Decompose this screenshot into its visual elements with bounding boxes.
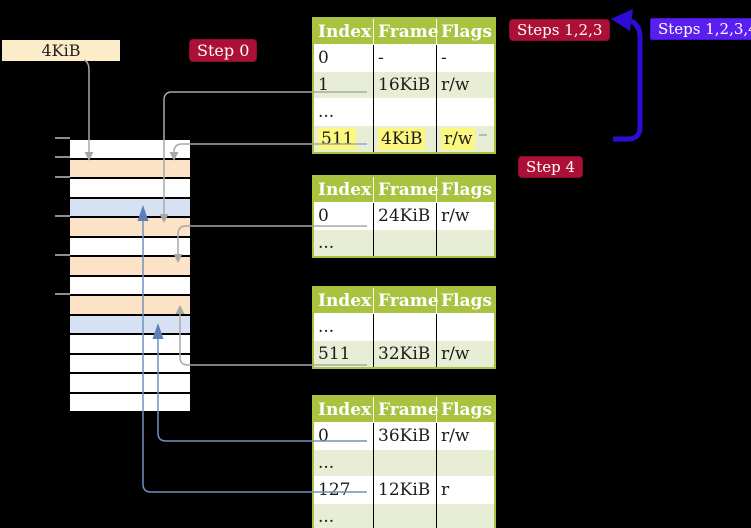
cell-index: ... <box>313 313 374 341</box>
header-index: Index <box>313 287 374 314</box>
table-row: ... <box>313 98 495 126</box>
table-row: 511 4KiB r/w <box>313 125 495 153</box>
header-flags: Flags <box>436 287 495 314</box>
table-row: ... <box>313 313 495 341</box>
cell-index: 0 <box>313 44 374 72</box>
memory-frame-5 <box>70 237 190 257</box>
header-index: Index <box>313 396 374 423</box>
step0-badge: Step 0 <box>189 39 258 62</box>
frame-size-label: 4KiB <box>2 40 120 61</box>
cell-flags: r/w <box>436 340 495 368</box>
header-index: Index <box>313 176 374 203</box>
memory-frame-10 <box>70 335 190 355</box>
cell-flags <box>436 313 495 341</box>
header-flags: Flags <box>436 176 495 203</box>
cell-index: 1 <box>313 71 374 99</box>
table-row: ... <box>313 503 495 528</box>
cell-index: 511 <box>313 340 374 368</box>
cell-flags <box>436 229 495 257</box>
memory-frame-3 <box>70 198 190 218</box>
memory-stack <box>70 138 190 413</box>
cell-flags: r/w <box>436 202 495 230</box>
header-frame: Frame <box>373 396 439 423</box>
cell-index: 511 <box>313 125 374 153</box>
cell-frame: 16KiB <box>373 71 437 99</box>
cell-index: 0 <box>313 422 374 450</box>
highlighted-value: r/w <box>441 128 476 150</box>
cell-index: ... <box>313 503 374 528</box>
table-row: ... <box>313 449 495 477</box>
memory-frame-8 <box>70 296 190 316</box>
cell-frame <box>373 313 437 341</box>
cell-frame <box>373 98 437 126</box>
cell-index: 0 <box>313 202 374 230</box>
cell-index: 127 <box>313 476 374 504</box>
step4-badge: Step 4 <box>518 156 584 178</box>
cell-frame <box>373 449 437 477</box>
cell-index: ... <box>313 98 374 126</box>
header-flags: Flags <box>436 18 495 45</box>
header-index: Index <box>313 18 374 45</box>
cell-frame <box>373 503 437 528</box>
cell-frame <box>373 229 437 257</box>
memory-frame-1 <box>70 159 190 179</box>
memory-frame-4 <box>70 218 190 238</box>
memory-frame-7 <box>70 276 190 296</box>
table-row: ... <box>313 229 495 257</box>
cell-flags: r/w <box>436 71 495 99</box>
table-row: 0-- <box>313 44 495 72</box>
memory-frame-13 <box>70 393 190 413</box>
big-steps-arrow <box>611 9 643 142</box>
stack-tick-marks <box>55 137 70 295</box>
cell-flags: r <box>436 476 495 504</box>
memory-frame-9 <box>70 315 190 335</box>
highlighted-value: 511 <box>318 128 357 150</box>
cell-flags <box>436 449 495 477</box>
memory-frame-12 <box>70 374 190 394</box>
cell-flags: r/w <box>436 422 495 450</box>
steps123-badge: Steps 1,2,3 <box>509 19 611 41</box>
cell-flags: r/w <box>436 125 495 153</box>
header-frame: Frame <box>373 18 439 45</box>
cell-frame: 32KiB <box>373 340 437 368</box>
cell-frame: 36KiB <box>373 422 437 450</box>
cell-index: ... <box>313 449 374 477</box>
header-frame: Frame <box>373 287 439 314</box>
cell-frame: 12KiB <box>373 476 437 504</box>
cell-flags: - <box>436 44 495 72</box>
steps1234-badge: Steps 1,2,3,4 <box>650 18 751 40</box>
memory-frame-0 <box>70 140 190 160</box>
memory-frame-6 <box>70 257 190 277</box>
cell-index: ... <box>313 229 374 257</box>
cell-frame: - <box>373 44 437 72</box>
cell-frame: 4KiB <box>373 125 437 153</box>
memory-frame-2 <box>70 179 190 199</box>
highlighted-value: 4KiB <box>378 128 426 150</box>
cell-frame: 24KiB <box>373 202 437 230</box>
memory-frame-11 <box>70 354 190 374</box>
header-frame: Frame <box>373 176 439 203</box>
cell-flags <box>436 503 495 528</box>
header-flags: Flags <box>436 396 495 423</box>
cell-flags <box>436 98 495 126</box>
